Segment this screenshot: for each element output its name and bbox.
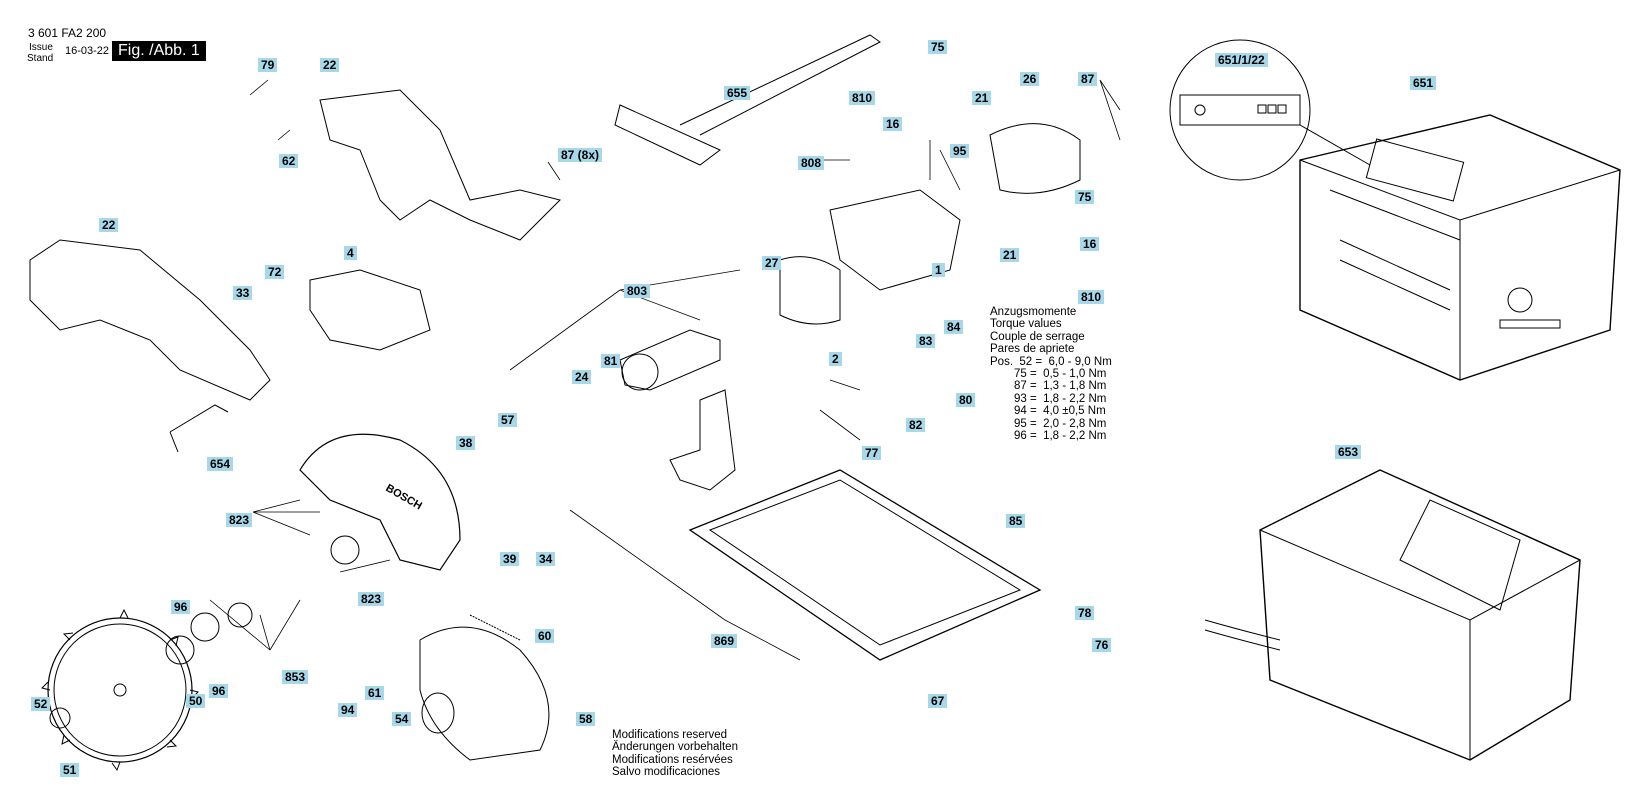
callout-2: 2 [829,352,842,366]
callout-808: 808 [798,156,825,170]
callout-61: 61 [365,686,385,700]
callout-33: 33 [233,286,253,300]
callout-22-top: 22 [320,58,340,72]
callout-84: 84 [944,320,964,334]
callout-51: 51 [60,763,80,777]
handle-housing-top [319,89,561,241]
callout-803: 803 [624,284,651,298]
callout-87: 87 [1078,72,1098,86]
callout-87-8x: 87 (8x) [558,148,603,162]
torque-row-96: 96 = 1,8 - 2,2 Nm [1014,430,1107,443]
callout-83: 83 [916,334,936,348]
callout-75-b: 75 [1075,190,1095,204]
callout-96-b: 96 [209,684,229,698]
callout-78: 78 [1075,606,1095,620]
mod-en: Modifications reserved [612,729,728,741]
torque-title-fr: Couple de serrage [990,330,1085,343]
callout-869: 869 [711,634,738,648]
callout-67: 67 [928,694,948,708]
callout-72: 72 [265,265,285,279]
callout-94: 94 [338,703,358,717]
callout-22-left: 22 [99,218,119,232]
callout-651-1-22: 651/1/22 [1215,53,1268,67]
torque-row-87: 87 = 1,3 - 1,8 Nm [1014,380,1107,393]
motor-housing [829,189,961,291]
callout-651: 651 [1410,76,1437,90]
armature [619,329,721,391]
callout-21-b: 21 [1000,248,1020,262]
saw-blade [41,608,199,772]
mod-es: Salvo modificaciones [612,766,721,779]
callout-654: 654 [207,457,234,471]
stator [779,256,841,325]
lower-blade-guard [419,626,550,761]
rip-fence [614,34,881,166]
callout-24: 24 [572,370,592,384]
handle-housing-left [29,239,271,401]
callout-810-b: 810 [1078,290,1105,304]
callout-4: 4 [344,246,357,260]
callout-853: 853 [282,670,309,684]
battery-pack [1299,114,1621,381]
callout-96-a: 96 [171,600,191,614]
stand-label: Stand [27,53,54,64]
torque-title-es: Pares de apriete [990,343,1075,356]
issue-date: 16-03-22 [65,45,110,57]
callout-77: 77 [862,446,882,460]
callout-79: 79 [258,58,278,72]
issue-label: Issue [29,42,53,53]
torque-title-de: Anzugsmomente [990,306,1077,318]
callout-34: 34 [536,552,556,566]
callout-27: 27 [762,256,782,270]
modifications-note: Modifications reserved Änderungen vorbeh… [612,729,738,779]
torque-row-93: 93 = 1,8 - 2,2 Nm [1014,392,1107,405]
figure-label: Fig. /Abb. 1 [112,41,206,61]
motor-cap [989,123,1081,194]
upper-blade-guard [299,433,461,571]
callout-82: 82 [906,418,926,432]
callout-58: 58 [576,712,596,726]
callout-75-a: 75 [928,40,948,54]
callout-653: 653 [1335,445,1362,459]
callout-655: 655 [724,86,751,100]
callout-52: 52 [31,697,51,711]
base-plate [688,469,1042,661]
callout-38: 38 [456,436,476,450]
callout-57: 57 [498,413,518,427]
callout-76: 76 [1092,638,1112,652]
switch-module [309,269,431,351]
label-magnifier [1169,39,1371,181]
charger [1204,469,1581,761]
callout-16-b: 16 [1080,237,1100,251]
torque-values: Anzugsmomente Torque values Couple de se… [990,306,1112,442]
callout-39: 39 [500,552,520,566]
callout-16-a: 16 [883,117,903,131]
callout-50: 50 [186,694,206,708]
callout-85: 85 [1006,514,1026,528]
pos-label: Pos. [990,355,1014,368]
callout-81: 81 [601,354,621,368]
callout-95: 95 [950,144,970,158]
torque-row-75: 75 = 0,5 - 1,0 Nm [1014,368,1107,381]
part-number: 3 601 FA2 200 [28,26,107,40]
callout-62: 62 [279,154,299,168]
callout-823-b: 823 [358,592,385,606]
callout-54: 54 [392,712,412,726]
callout-810-a: 810 [849,91,876,105]
mod-de: Änderungen vorbehalten [612,741,738,754]
torque-row-95: 95 = 2,0 - 2,8 Nm [1014,417,1107,430]
mod-fr: Modifications resérvées [612,753,733,766]
callout-21-a: 21 [972,91,992,105]
callout-80: 80 [956,393,976,407]
bevel-bracket [669,389,736,491]
torque-title-en: Torque values [990,318,1062,331]
callout-1: 1 [932,263,945,277]
torque-row-52: Pos. 52 = 6,0 - 9,0 Nm [990,355,1112,368]
torque-row-94: 94 = 4,0 ±0,5 Nm [1014,405,1106,418]
guard-logo: BOSCH [384,482,424,512]
callout-60: 60 [535,629,555,643]
callout-26: 26 [1020,72,1040,86]
callout-823-a: 823 [226,513,253,527]
